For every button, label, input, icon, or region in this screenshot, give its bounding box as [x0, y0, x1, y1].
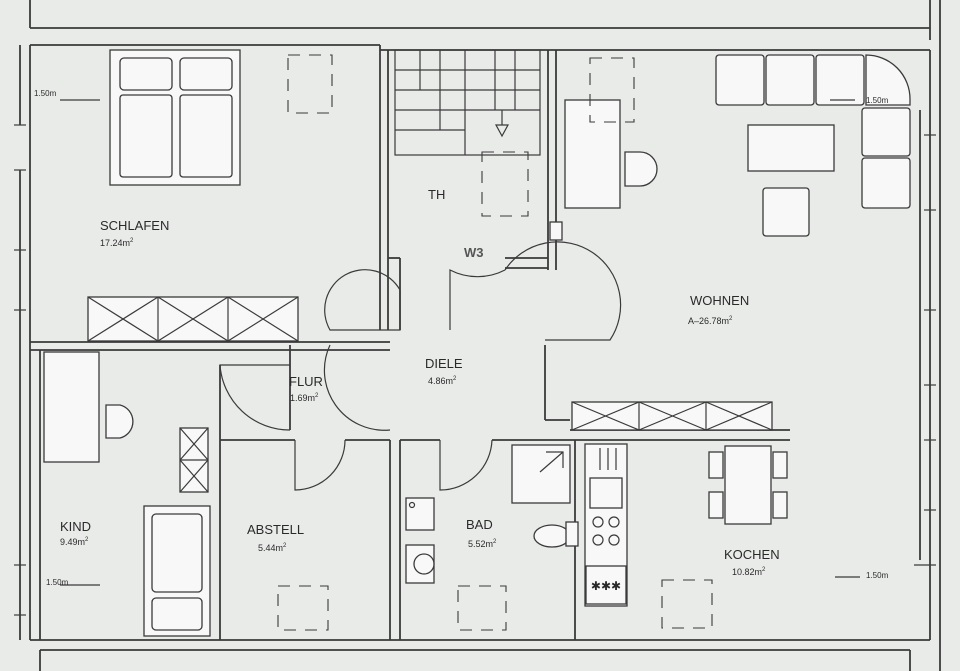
room-name-th: TH	[428, 187, 445, 202]
room-area-wohnen: A–26.78m2	[688, 316, 733, 326]
room-name-flur: FLUR	[289, 374, 323, 389]
unit-label-w3: W3	[464, 245, 484, 260]
room-labels: 1.50m 1.50m 1.50m 1.50m SCHLAFEN 17.24m2…	[34, 89, 889, 587]
dim-label-bottom-left: 1.50m	[46, 578, 69, 587]
kind-furniture	[43, 351, 211, 637]
dimension-markers	[60, 99, 860, 586]
room-area-kind: 9.49m2	[60, 537, 89, 547]
room-name-kind: KIND	[60, 519, 91, 534]
dim-label-top-right: 1.50m	[866, 96, 889, 105]
window-marks	[14, 124, 936, 616]
room-name-schlafen: SCHLAFEN	[100, 218, 169, 233]
wohnen-furniture	[564, 54, 911, 431]
room-name-abstell: ABSTELL	[247, 522, 304, 537]
room-area-flur: 1.69m2	[290, 393, 319, 403]
room-name-diele: DIELE	[425, 356, 463, 371]
room-name-bad: BAD	[466, 517, 493, 532]
dim-label-bottom-right: 1.50m	[866, 571, 889, 580]
wet-rooms-furniture: ✱✱✱	[277, 443, 788, 631]
room-area-schlafen: 17.24m2	[100, 238, 134, 248]
room-name-kochen: KOCHEN	[724, 547, 780, 562]
doors	[219, 241, 622, 491]
schlafen-furniture	[87, 49, 333, 342]
room-area-abstell: 5.44m2	[258, 543, 287, 553]
room-area-bad: 5.52m2	[468, 539, 497, 549]
room-name-wohnen: WOHNEN	[690, 293, 749, 308]
room-area-kochen: 10.82m2	[732, 567, 766, 577]
dim-label-top-left: 1.50m	[34, 89, 57, 98]
room-area-diele: 4.86m2	[428, 376, 457, 386]
svg-text:✱✱✱: ✱✱✱	[591, 579, 621, 593]
staircase	[394, 49, 563, 241]
